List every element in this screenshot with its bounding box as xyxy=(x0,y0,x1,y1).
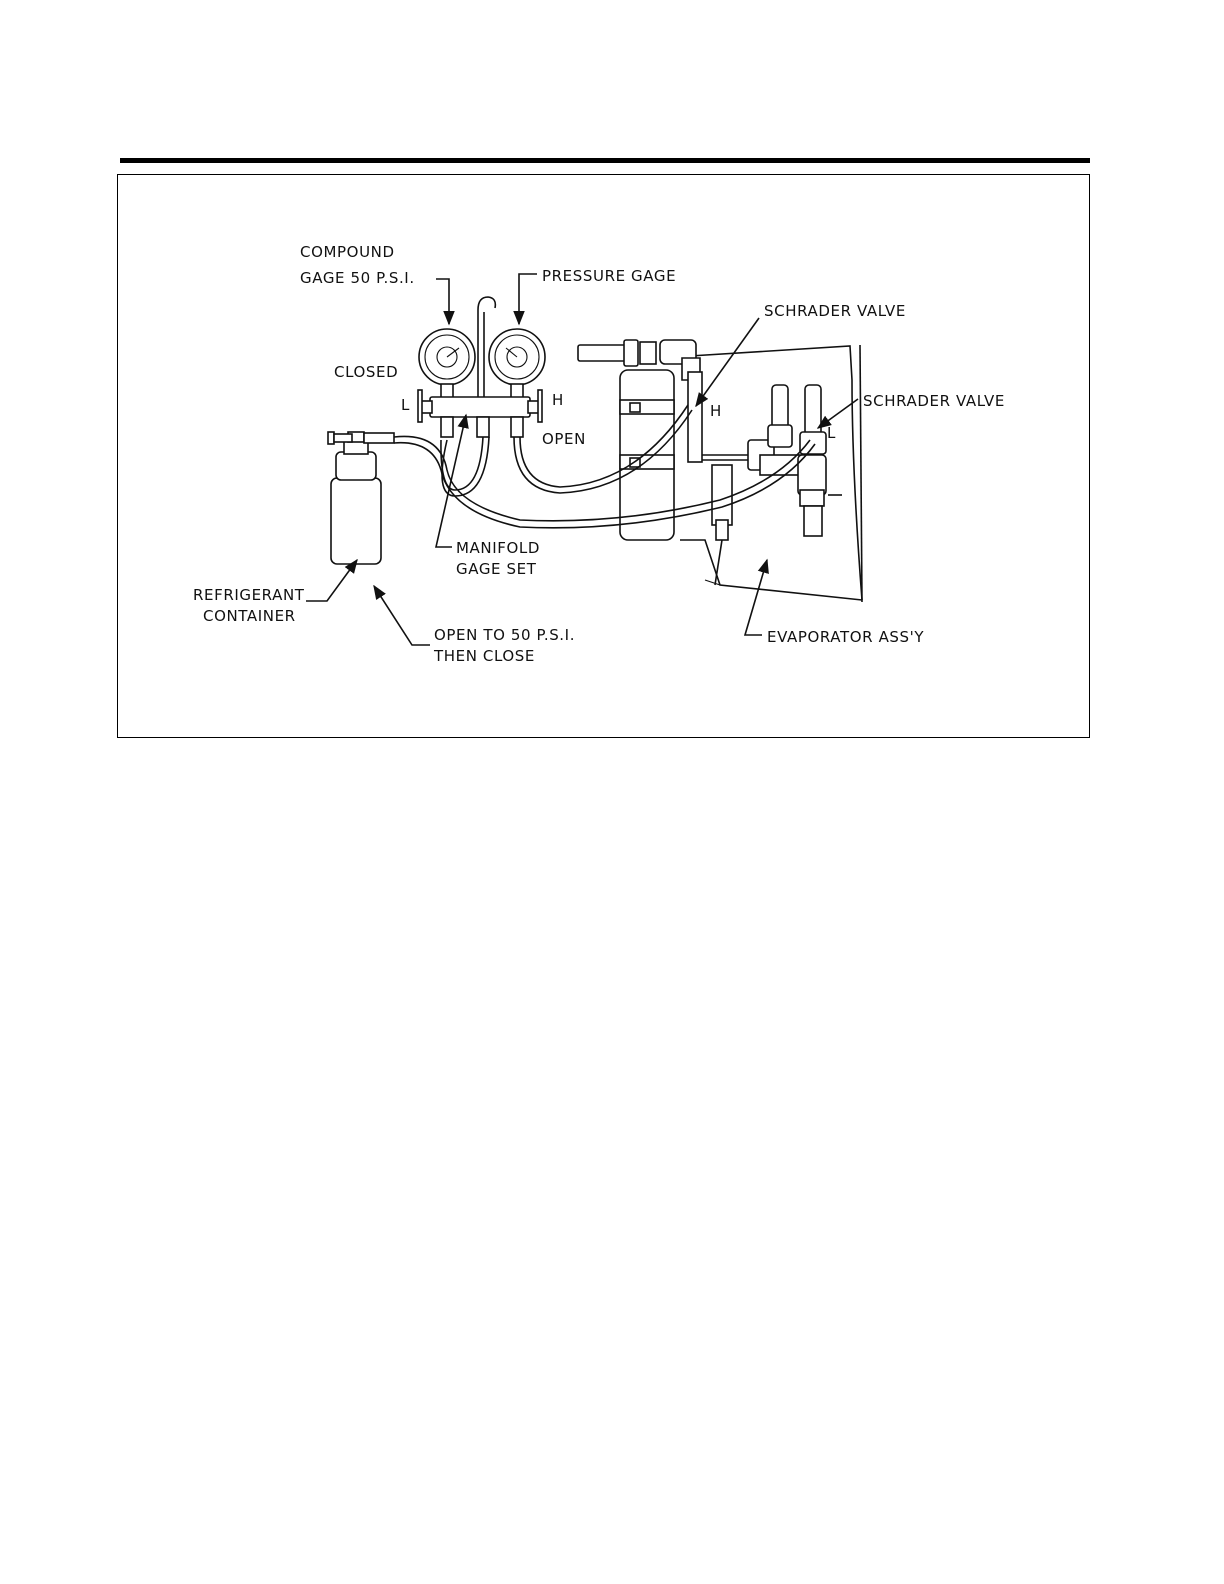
manifold-gage-set-label-line2: GAGE SET xyxy=(456,560,537,578)
refrigerant-container xyxy=(328,432,394,564)
schrader-valve-low-label: SCHRADER VALVE xyxy=(863,392,1005,410)
compound-gage-label-line1: COMPOUND xyxy=(300,243,395,261)
evaporator-label: EVAPORATOR ASS'Y xyxy=(767,628,924,646)
refrigerant-container-label-line2: CONTAINER xyxy=(203,607,296,625)
open-label: OPEN xyxy=(542,430,586,448)
manifold-gage-set-label-line1: MANIFOLD xyxy=(456,539,540,557)
compound-gage xyxy=(419,329,475,398)
low-side-valve xyxy=(798,385,842,536)
line-low-label: L xyxy=(827,424,836,442)
line-high-label: H xyxy=(710,402,722,420)
pressure-gage xyxy=(489,329,545,398)
compound-gage-label-line2: GAGE 50 P.S.I. xyxy=(300,269,415,287)
manifold-low-label: L xyxy=(401,396,410,414)
refrigerant-container-label-line1: REFRIGERANT xyxy=(193,586,305,604)
open-to-label-line2: THEN CLOSE xyxy=(433,647,535,665)
manifold-high-label: H xyxy=(552,391,564,409)
schrader-valve-high-label: SCHRADER VALVE xyxy=(764,302,906,320)
open-to-label-line1: OPEN TO 50 P.S.I. xyxy=(434,626,575,644)
closed-label: CLOSED xyxy=(334,363,398,381)
pressure-gage-label: PRESSURE GAGE xyxy=(542,267,676,285)
manifold-gage-set xyxy=(418,297,545,437)
